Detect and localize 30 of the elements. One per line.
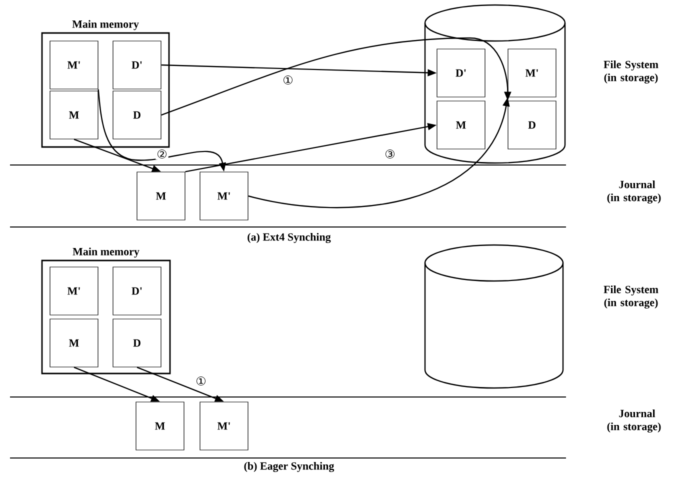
step-number: ① <box>194 376 208 386</box>
storage-label: Journal (in storage) <box>607 409 661 433</box>
block-box: M' <box>50 40 98 90</box>
block-box: M <box>136 172 186 220</box>
step-number: ③ <box>384 148 396 160</box>
block-box: D <box>508 100 556 150</box>
step-number: ② <box>156 148 168 160</box>
storage-label: File System (in storage) <box>604 60 658 84</box>
block-box: D' <box>112 266 162 316</box>
storage-cylinder <box>424 4 566 164</box>
caption: (b) Eager Synching <box>244 462 334 472</box>
block-box: M <box>50 318 98 368</box>
storage-label: Journal (in storage) <box>607 180 661 204</box>
block-box: M' <box>508 48 556 98</box>
block-box: M' <box>200 402 248 450</box>
block-box: D' <box>436 48 486 98</box>
block-box: M <box>50 90 98 140</box>
node-label: Main memory <box>72 248 140 258</box>
block-box: M <box>136 402 184 450</box>
block-box: M' <box>200 172 248 220</box>
block-box: D' <box>112 40 162 90</box>
block-box: M' <box>50 266 98 316</box>
block-box: D <box>112 90 162 140</box>
step-number: ① <box>282 74 294 86</box>
block-box: M <box>436 100 486 150</box>
storage-label: File System (in storage) <box>604 285 658 309</box>
storage-cylinder <box>424 244 564 389</box>
node-label: Main memory <box>72 20 139 30</box>
block-box: D <box>112 318 162 368</box>
caption: (a) Ext4 Synching <box>248 232 331 244</box>
